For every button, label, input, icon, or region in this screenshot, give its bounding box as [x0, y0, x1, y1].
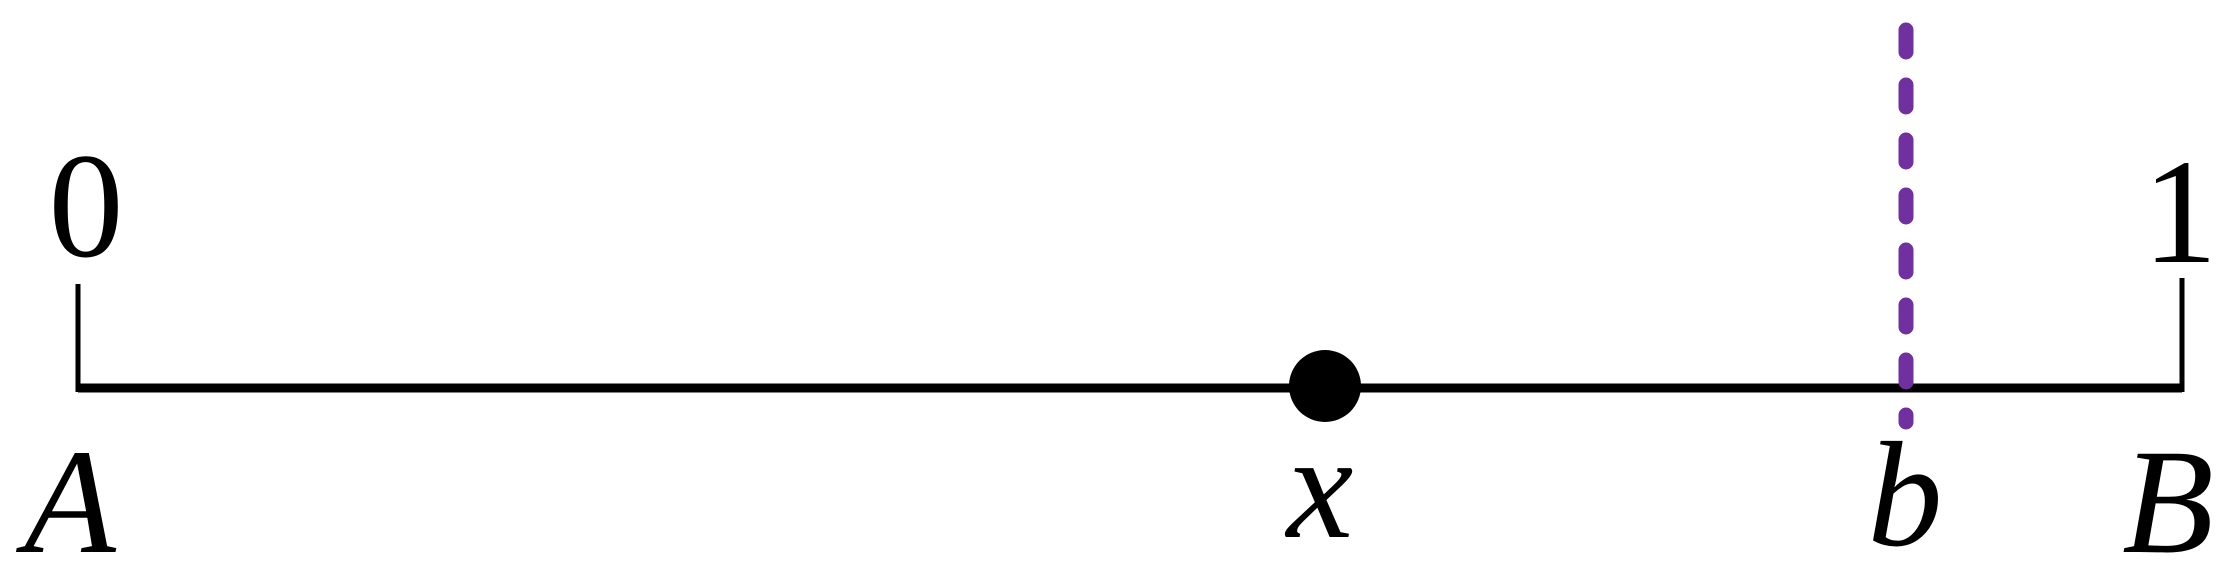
label-a: A	[15, 419, 117, 585]
point-x-dot	[1289, 350, 1361, 422]
label-b-endpoint: B	[2122, 419, 2214, 585]
tick-label-0: 0	[49, 123, 124, 289]
label-x: x	[1285, 404, 1354, 570]
label-b: b	[1868, 412, 1943, 578]
tick-label-1: 1	[2143, 129, 2218, 295]
